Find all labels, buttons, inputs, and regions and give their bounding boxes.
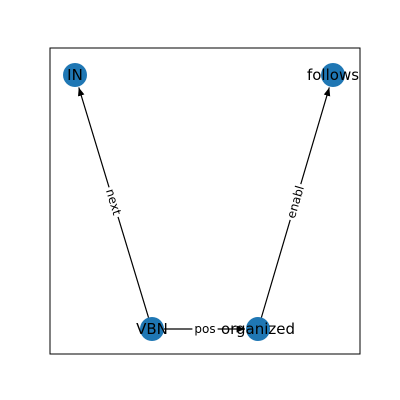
node-circle [246, 317, 270, 341]
node-label: follows [307, 66, 359, 84]
node-organized: organized [221, 317, 295, 341]
node-follows: follows [307, 63, 359, 87]
node-label: IN [67, 66, 83, 84]
node-circle [63, 63, 87, 87]
plot-frame [49, 47, 361, 355]
node-vbn: VBN [136, 317, 168, 341]
node-label: organized [221, 320, 295, 338]
edge-vbn-to-organized: pos [164, 321, 245, 337]
edge-label-group: enabl [282, 181, 309, 223]
edges-layer: next enabl pos [77, 87, 331, 337]
edge-label-background [282, 181, 309, 223]
node-circle [140, 317, 164, 341]
node-label: VBN [136, 320, 168, 338]
edge-label-background [101, 185, 126, 220]
edge-label-group: next [101, 185, 126, 220]
edge-label-background [192, 321, 218, 337]
node-in: IN [63, 63, 87, 87]
edge-label-group: pos [192, 321, 218, 337]
node-circle [321, 63, 345, 87]
edge-label: pos [194, 322, 215, 336]
edge-organized-to-follows: enabl [260, 87, 331, 318]
edge-vbn-to-in: next [77, 87, 150, 318]
